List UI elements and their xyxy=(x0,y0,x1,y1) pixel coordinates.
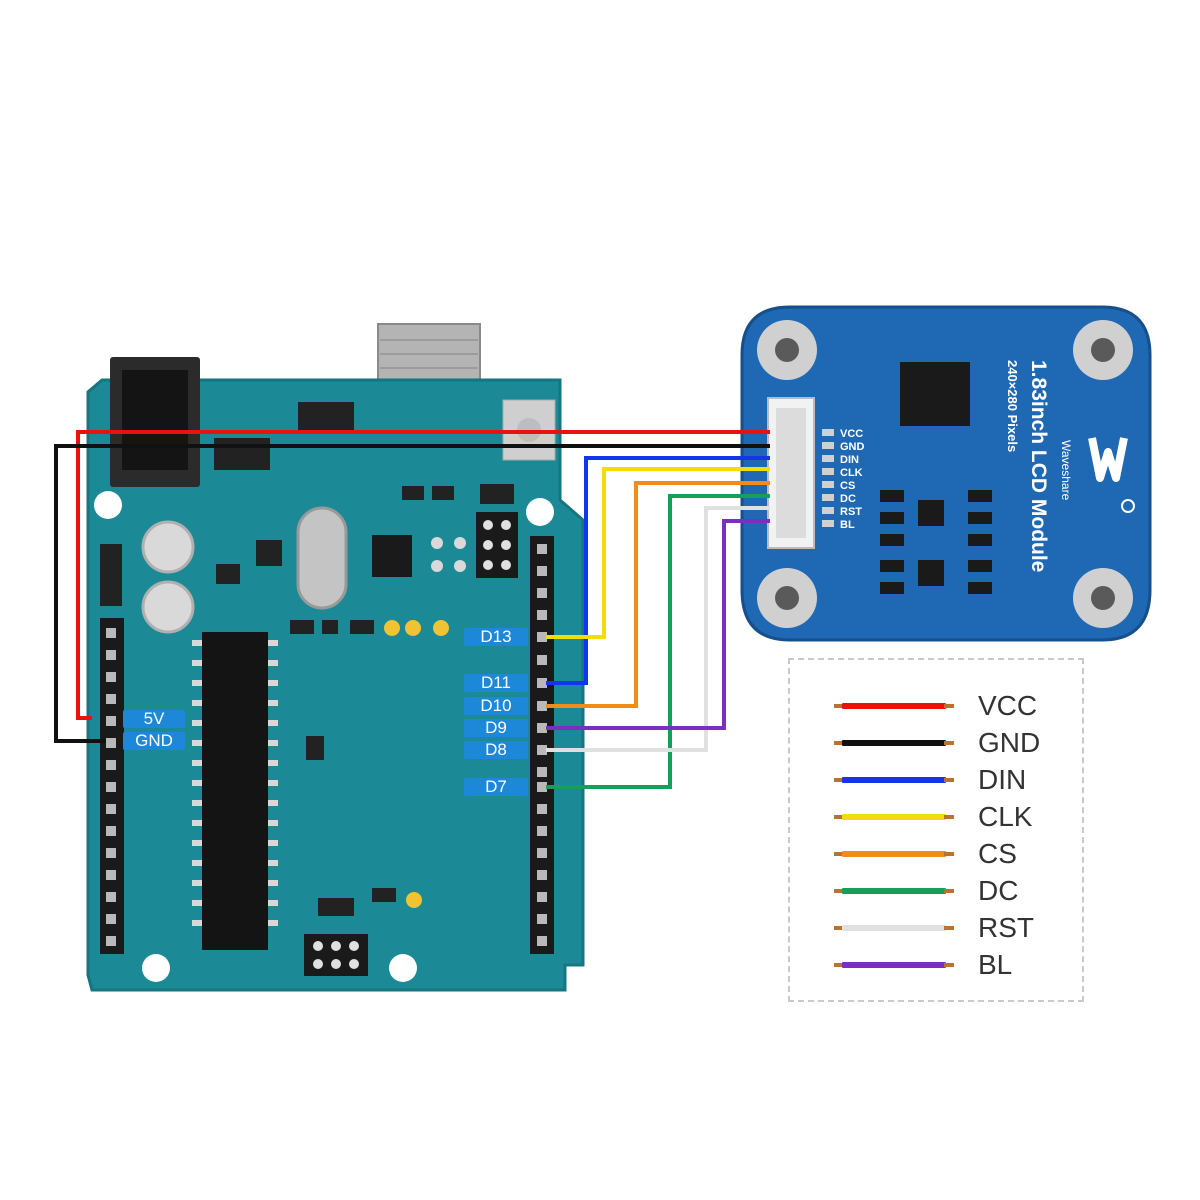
lcd-pin-label: BL xyxy=(840,519,855,531)
wire-gnd xyxy=(54,444,770,743)
lcd-brand: Waveshare xyxy=(1059,440,1073,501)
capacitor xyxy=(141,520,195,574)
capacitor xyxy=(141,580,195,634)
lcd-resolution: 240×280 Pixels xyxy=(1005,360,1020,452)
legend-swatch xyxy=(842,962,946,968)
waveshare-logo-icon xyxy=(1088,437,1135,513)
pin-label-5v: 5V xyxy=(123,710,185,728)
wire-rst xyxy=(546,506,770,752)
mounting-hole xyxy=(389,954,417,982)
legend-item-vcc: VCC xyxy=(834,690,1072,721)
wire-dc xyxy=(546,494,770,789)
lcd-pcb xyxy=(740,305,1152,642)
legend-label: RST xyxy=(978,912,1034,943)
lcd-pin-label: DIN xyxy=(840,454,859,466)
legend-label: VCC xyxy=(978,690,1038,721)
legend-item-din: DIN xyxy=(834,764,1072,795)
lcd-pin-label: GND xyxy=(840,441,865,453)
legend-label: CS xyxy=(978,838,1017,869)
legend-swatch xyxy=(842,851,946,857)
legend-swatch xyxy=(842,703,946,709)
legend-label: GND xyxy=(978,727,1041,758)
led xyxy=(406,892,422,908)
legend-item-dc: DC xyxy=(834,875,1072,906)
pin-label-gnd: GND xyxy=(123,732,185,750)
legend-swatch xyxy=(842,777,946,783)
atmega-chip xyxy=(202,632,268,950)
mounting-hole xyxy=(142,954,170,982)
pin-label-d10: D10 xyxy=(464,697,528,715)
legend-label: DIN xyxy=(978,764,1027,795)
pin-label-d11: D11 xyxy=(464,674,528,692)
led xyxy=(433,620,449,636)
legend-item-gnd: GND xyxy=(834,727,1072,758)
pin-label-d9: D9 xyxy=(464,719,528,737)
legend-swatch xyxy=(842,925,946,931)
wire-color-legend: VCC GND DIN CLK CS DC RST BL xyxy=(788,658,1084,1002)
wire-clk xyxy=(546,467,770,639)
mounting-hole xyxy=(526,498,554,526)
wire-din xyxy=(546,456,770,685)
led xyxy=(384,620,400,636)
lcd-module: VCC GND DIN CLK CS DC RST BL 1.83inch LC… xyxy=(740,305,1152,642)
legend-swatch xyxy=(842,888,946,894)
lcd-pin-label: CS xyxy=(840,480,855,492)
legend-swatch xyxy=(842,740,946,746)
pin-label-d13: D13 xyxy=(464,628,528,646)
arduino-board xyxy=(86,323,585,992)
wires xyxy=(54,430,770,789)
legend-label: CLK xyxy=(978,801,1033,832)
legend-item-bl: BL xyxy=(834,949,1072,980)
mounting-hole xyxy=(94,491,122,519)
legend-item-clk: CLK xyxy=(834,801,1072,832)
led xyxy=(405,620,421,636)
legend-label: BL xyxy=(978,949,1013,980)
lcd-pin-label: DC xyxy=(840,493,856,505)
legend-item-cs: CS xyxy=(834,838,1072,869)
pin-label-d8: D8 xyxy=(464,741,528,759)
icsp-header xyxy=(476,512,518,578)
legend-swatch xyxy=(842,814,946,820)
pin-label-d7: D7 xyxy=(464,778,528,796)
legend-item-rst: RST xyxy=(834,912,1072,943)
lcd-pin-label: RST xyxy=(840,506,862,518)
usb-controller-chip xyxy=(372,535,412,577)
wire-vcc xyxy=(76,430,770,720)
lcd-pin-label: VCC xyxy=(840,428,863,440)
legend-label: DC xyxy=(978,875,1019,906)
lcd-pin-labels: VCC GND DIN CLK CS DC RST BL xyxy=(840,428,865,531)
lcd-driver-ic xyxy=(900,362,970,426)
wire-cs xyxy=(546,481,770,708)
crystal-oscillator xyxy=(296,506,348,610)
icsp-header-bottom xyxy=(304,934,368,976)
wire-bl xyxy=(546,519,770,730)
lcd-title: 1.83inch LCD Module xyxy=(1027,360,1050,572)
lcd-pin-label: CLK xyxy=(840,467,863,479)
